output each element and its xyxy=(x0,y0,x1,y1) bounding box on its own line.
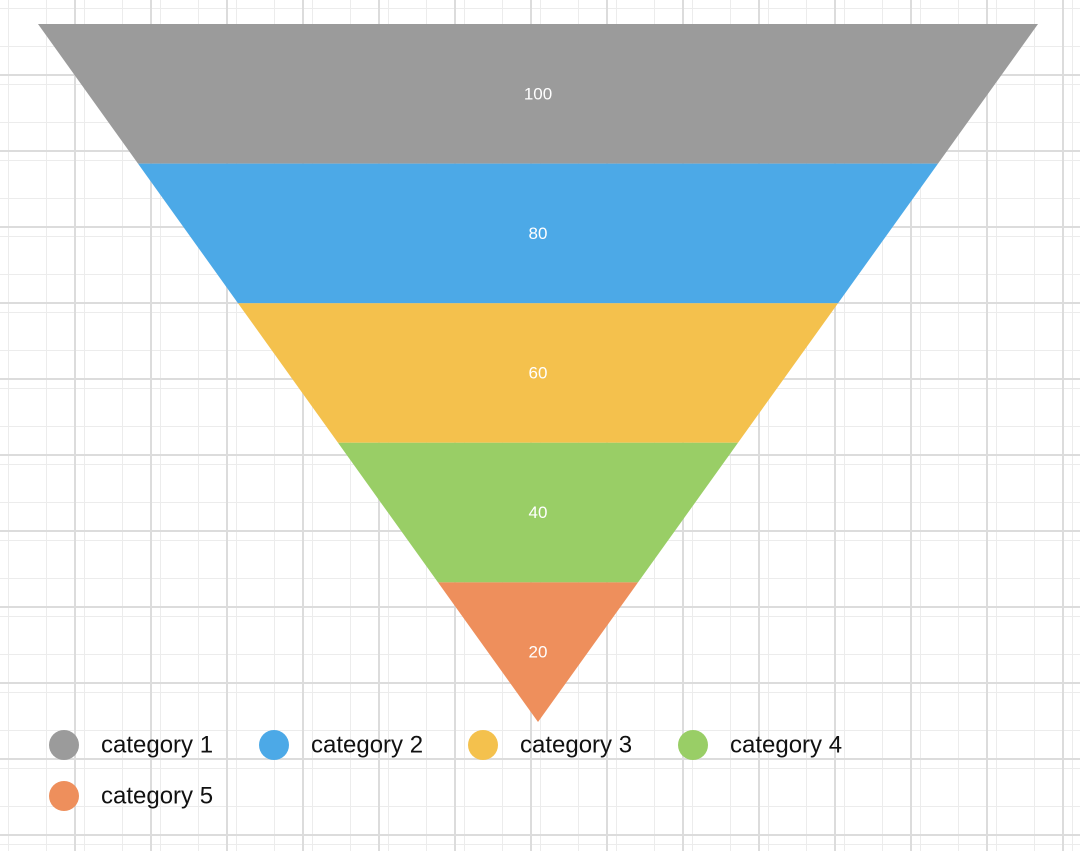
legend-marker-1 xyxy=(49,730,79,760)
data-label-1: 100 xyxy=(524,84,552,103)
legend-item-2[interactable]: category 2 xyxy=(259,730,423,760)
legend-label-1: category 1 xyxy=(101,731,213,758)
funnel-segment-4 xyxy=(338,442,738,583)
data-label-5: 20 xyxy=(529,643,548,662)
chart-legend: category 1 category 2 category 3 category 4… xyxy=(49,730,842,811)
legend-item-1[interactable]: category 1 xyxy=(49,730,213,760)
data-label-3: 60 xyxy=(529,363,548,382)
legend-marker-2 xyxy=(259,730,289,760)
legend-item-5[interactable]: category 5 xyxy=(49,781,213,811)
funnel-segment-5 xyxy=(438,582,638,722)
legend-marker-5 xyxy=(49,781,79,811)
data-label-4: 40 xyxy=(529,503,548,522)
funnel-segment-2 xyxy=(138,163,938,304)
legend-item-4[interactable]: category 4 xyxy=(678,730,842,760)
legend-label-4: category 4 xyxy=(730,731,842,758)
legend-label-5: category 5 xyxy=(101,782,213,809)
legend-marker-4 xyxy=(678,730,708,760)
funnel-data-labels: 100 80 60 40 20 xyxy=(524,84,552,661)
funnel-segment-3 xyxy=(238,303,838,443)
legend-label-3: category 3 xyxy=(520,731,632,758)
legend-item-3[interactable]: category 3 xyxy=(468,730,632,760)
legend-label-2: category 2 xyxy=(311,731,423,758)
legend-marker-3 xyxy=(468,730,498,760)
funnel-segment-1 xyxy=(38,24,1038,164)
data-label-2: 80 xyxy=(529,224,548,243)
funnel-segments xyxy=(38,24,1038,722)
